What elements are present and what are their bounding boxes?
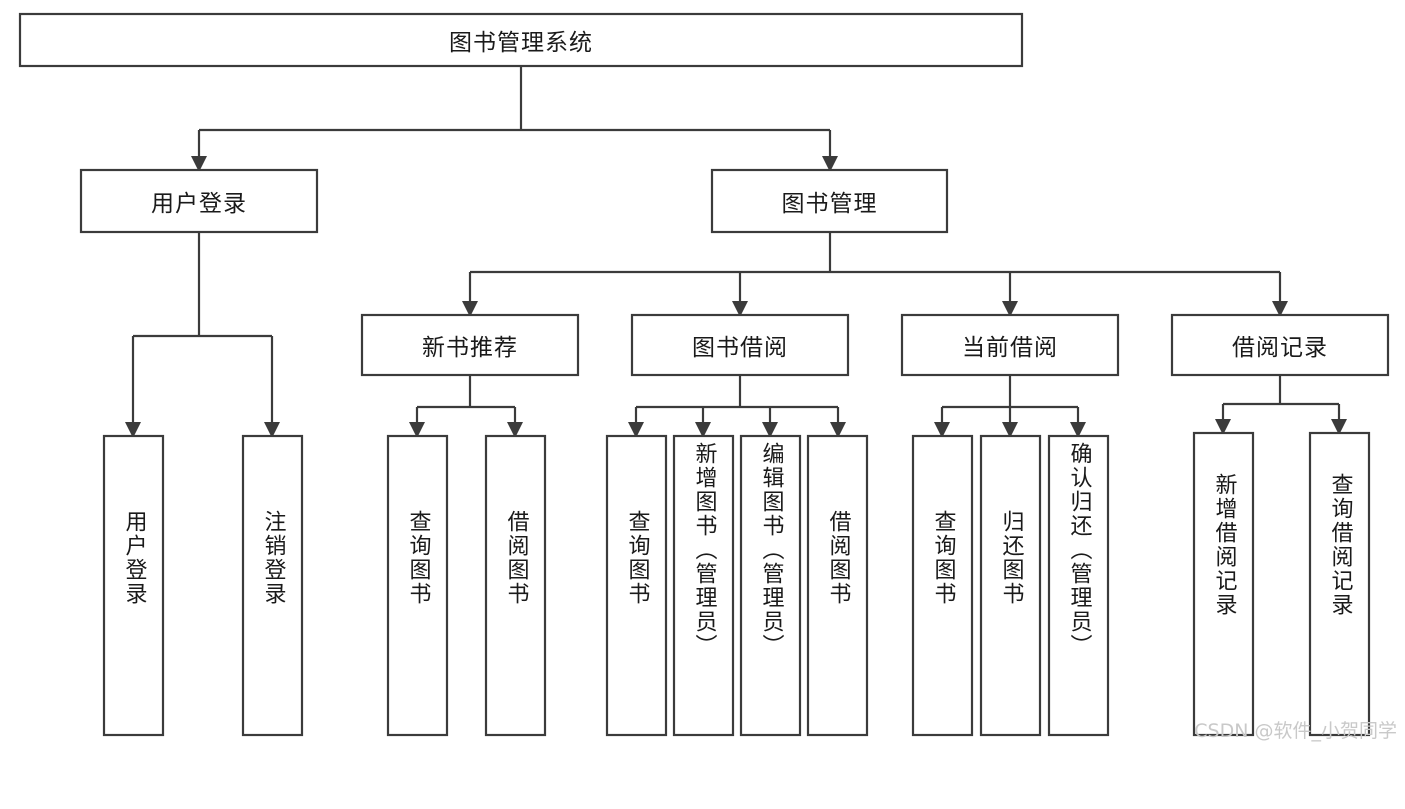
- leaf-add-book-admin[interactable]: [672, 434, 735, 737]
- leaf-user-login[interactable]: [102, 434, 165, 737]
- connector-group-newbook: [409, 375, 523, 438]
- leaf-borrow-books-newbook[interactable]: [484, 434, 547, 737]
- arrowhead-newbook-l2: [507, 422, 523, 438]
- connector-group-borrow: [628, 375, 846, 438]
- arrowhead-records-l2: [1331, 419, 1347, 435]
- diagram-canvas: 图书管理系统 用户登录 图书管理 新书推荐 图书借阅 当前借阅 借阅记录 用户登…: [18, 12, 1397, 742]
- arrowhead-current-l1: [934, 422, 950, 438]
- node-user-login[interactable]: [79, 168, 319, 234]
- arrowhead-borrow: [732, 301, 748, 317]
- leaf-query-books-newbook[interactable]: [386, 434, 449, 737]
- node-borrow-records[interactable]: [1170, 313, 1390, 377]
- connector-group-book-mgmt: [462, 232, 1288, 317]
- arrowhead-leaf-user-login: [125, 422, 141, 438]
- tree-diagram-svg: [18, 12, 1390, 737]
- node-root-system[interactable]: [18, 12, 1024, 68]
- arrowhead-book-mgmt: [822, 156, 838, 172]
- leaf-confirm-return-admin[interactable]: [1047, 434, 1110, 737]
- leaf-edit-book-admin[interactable]: [739, 434, 802, 737]
- arrowhead-current-l2: [1002, 422, 1018, 438]
- arrowhead-records: [1272, 301, 1288, 317]
- arrowhead-records-l1: [1215, 419, 1231, 435]
- arrowhead-newbook: [462, 301, 478, 317]
- arrowhead-current: [1002, 301, 1018, 317]
- arrowhead-user-login: [191, 156, 207, 172]
- connector-group-records: [1215, 375, 1347, 435]
- arrowhead-borrow-l2: [695, 422, 711, 438]
- arrowhead-borrow-l1: [628, 422, 644, 438]
- leaf-query-books-borrow[interactable]: [605, 434, 668, 737]
- leaf-query-books-current[interactable]: [911, 434, 974, 737]
- connector-group-current: [934, 375, 1086, 438]
- arrowhead-newbook-l1: [409, 422, 425, 438]
- leaf-query-borrow-record[interactable]: [1308, 431, 1371, 737]
- leaf-return-books[interactable]: [979, 434, 1042, 737]
- node-current-borrow[interactable]: [900, 313, 1120, 377]
- leaf-logout[interactable]: [241, 434, 304, 737]
- arrowhead-current-l3: [1070, 422, 1086, 438]
- arrowhead-borrow-l4: [830, 422, 846, 438]
- leaf-borrow-books[interactable]: [806, 434, 869, 737]
- connector-group-root: [191, 66, 838, 172]
- leaf-add-borrow-record[interactable]: [1192, 431, 1255, 737]
- node-new-book-recommend[interactable]: [360, 313, 580, 377]
- arrowhead-leaf-logout: [264, 422, 280, 438]
- arrowhead-borrow-l3: [762, 422, 778, 438]
- connector-group-user-login: [125, 232, 280, 438]
- node-book-borrow[interactable]: [630, 313, 850, 377]
- node-book-management[interactable]: [710, 168, 949, 234]
